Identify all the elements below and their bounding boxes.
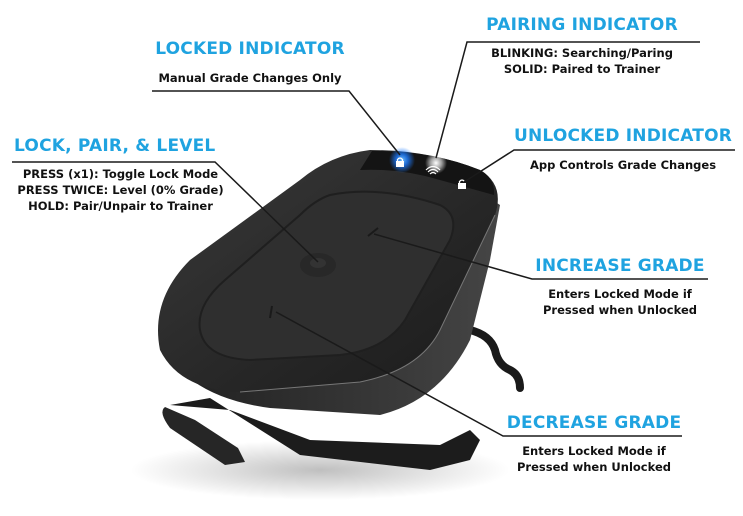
center-button-cap [310,258,326,268]
increase-tick [367,227,379,237]
callout-unlocked-indicator: UNLOCKED INDICATOR App Controls Grade Ch… [508,126,738,173]
device-strap [170,398,480,470]
callout-desc: Pressed when Unlocked [543,303,697,317]
callout-desc: PRESS (x1): Toggle Lock Mode [22,167,219,181]
leader-pairing [435,41,700,159]
callout-title: UNLOCKED INDICATOR [513,126,733,146]
callout-increase-grade: INCREASE GRADE Enters Locked Mode if Pre… [530,256,710,318]
wifi-icon [425,165,441,175]
rim-highlight [239,214,496,393]
lock-closed-icon [396,157,404,167]
callout-desc: Enters Locked Mode if [548,287,692,301]
callout-title: DECREASE GRADE [506,413,682,433]
callout-desc: Manual Grade Changes Only [158,71,342,85]
button-pad [198,190,455,362]
callout-desc: HOLD: Pair/Unpair to Trainer [28,199,213,213]
callout-decrease-grade: DECREASE GRADE Enters Locked Mode if Pre… [502,413,686,475]
callout-desc: PRESS TWICE: Level (0% Grade) [17,183,224,197]
callout-desc: BLINKING: Searching/Paring [491,46,673,60]
strap-tab [162,407,245,465]
decrease-tick [269,305,273,319]
device-cable [466,326,524,392]
pairing-led-glow [425,152,447,174]
leader-unlocked [463,149,735,183]
callout-desc: App Controls Grade Changes [529,158,717,172]
callout-title: LOCK, PAIR, & LEVEL [14,136,216,156]
leader-decrease [275,311,682,437]
callout-lock-pair-level: LOCK, PAIR, & LEVEL PRESS (x1): Toggle L… [8,136,233,214]
callout-desc: Enters Locked Mode if [522,444,666,458]
leader-locked [152,90,401,156]
lock-open-icon [458,179,466,189]
leader-increase [373,233,708,280]
callout-title: PAIRING INDICATOR [486,15,678,35]
callout-title: INCREASE GRADE [535,256,705,276]
callout-title: LOCKED INDICATOR [155,39,345,59]
leader-lock-pair-level [12,161,319,263]
callout-locked-indicator: LOCKED INDICATOR Manual Grade Changes On… [150,39,350,86]
callout-pairing-indicator: PAIRING INDICATOR BLINKING: Searching/Pa… [462,15,702,77]
callout-desc: SOLID: Paired to Trainer [503,62,661,76]
callout-desc: Pressed when Unlocked [517,460,671,474]
